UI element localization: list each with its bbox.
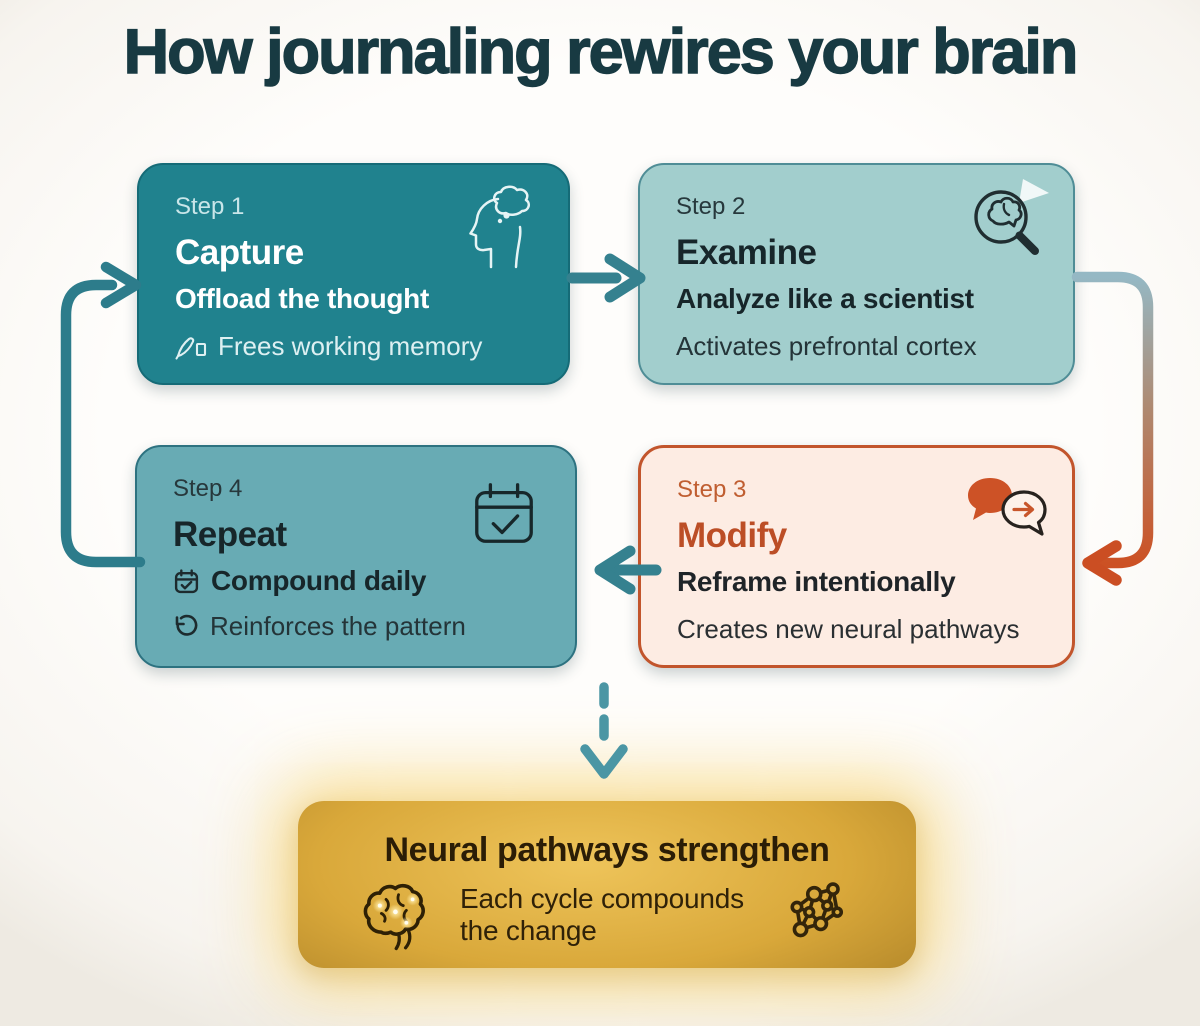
step1-name: Capture	[175, 233, 304, 272]
outcome-subtitle: Each cycle compounds the change	[460, 883, 744, 946]
speech-bubbles-icon	[968, 478, 1047, 536]
brain-magnifier-icon	[974, 179, 1049, 255]
step2-subtitle: Analyze like a scientist	[676, 283, 974, 314]
step2-label: Step 2	[676, 193, 746, 220]
step4-detail: Reinforces the pattern	[210, 611, 466, 641]
step2-detail: Activates prefrontal cortex	[676, 331, 977, 361]
arrow-step2-to-step3	[1071, 271, 1154, 586]
step4-subtitle: Compound daily	[211, 565, 427, 596]
step4-label: Step 4	[173, 475, 243, 502]
step4-name: Repeat	[173, 515, 287, 554]
arrow-step4-to-step1	[60, 261, 146, 568]
step3-subtitle: Reframe intentionally	[677, 566, 956, 597]
step3-label: Step 3	[677, 476, 747, 503]
rotate-ccw-icon	[175, 614, 198, 636]
step-card-repeat: Step 4 Repeat Compound daily Reinforces …	[135, 445, 577, 668]
step-card-modify: Step 3 Modify Reframe intentionally Crea…	[638, 445, 1075, 668]
step1-detail-row: Frees working memory	[175, 331, 542, 362]
step3-name: Modify	[677, 516, 787, 555]
step1-label: Step 1	[175, 193, 245, 220]
pen-writing-icon	[175, 337, 207, 360]
outcome-row: Each cycle compounds the change	[298, 876, 916, 954]
page-title: How journaling rewires your brain	[123, 16, 1079, 87]
step4-detail-row: Reinforces the pattern	[173, 611, 549, 642]
step1-subtitle: Offload the thought	[175, 283, 430, 314]
step2-name: Examine	[676, 233, 817, 272]
step4-subtitle-row: Compound daily	[173, 565, 549, 597]
head-thought-icon	[469, 185, 531, 269]
step-card-capture: Step 1 Capture Offload the thought Frees…	[137, 163, 570, 385]
step3-detail: Creates new neural pathways	[677, 614, 1020, 644]
step1-detail: Frees working memory	[218, 331, 483, 361]
step2-detail-row: Activates prefrontal cortex	[676, 331, 1047, 362]
calendar-check-small-icon	[174, 568, 199, 593]
step-card-examine: Step 2 Examine Analyze like a scientist …	[638, 163, 1075, 385]
outcome-banner: Neural pathways strengthen	[298, 801, 916, 968]
calendar-check-icon	[475, 483, 533, 543]
neural-network-icon	[790, 882, 844, 938]
arrow-step1-to-step2	[566, 253, 646, 303]
outcome-title: Neural pathways strengthen	[384, 831, 830, 869]
arrow-cycle-to-outcome	[580, 682, 628, 779]
step3-detail-row: Creates new neural pathways	[677, 614, 1046, 645]
glowing-brain-icon	[363, 883, 425, 951]
